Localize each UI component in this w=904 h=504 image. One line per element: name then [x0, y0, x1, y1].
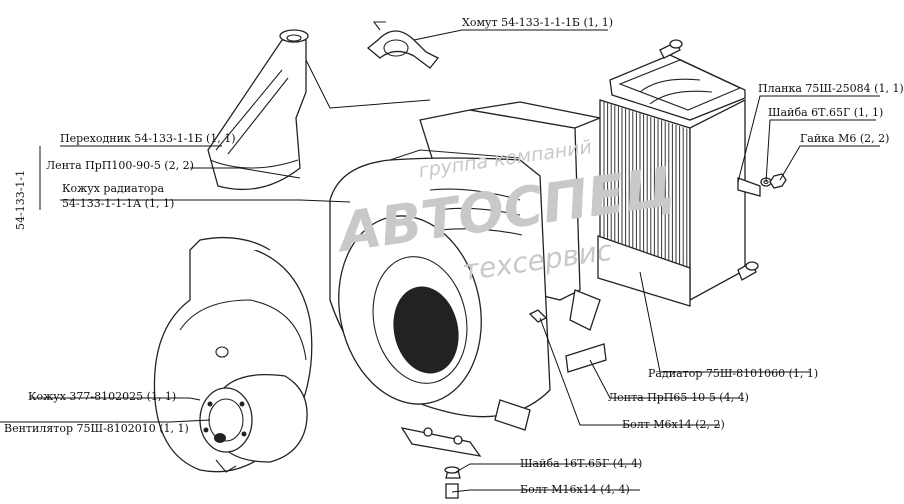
label-plate: Планка 75Ш-25084 (1, 1) — [758, 82, 904, 95]
bracket-bolts — [400, 309, 548, 499]
label-nut-m6: Гайка М6 (2, 2) — [800, 132, 890, 145]
label-tape-65: Лента ПрП65-10-5 (4, 4) — [608, 391, 749, 404]
label-adapter: Переходник 54-133-1-1Б (1, 1) — [60, 132, 236, 145]
leader-lines — [0, 29, 880, 493]
label-clamp: Хомут 54-133-1-1-1Б (1, 1) — [462, 16, 614, 29]
tape-65-part — [565, 343, 607, 373]
shroud-part — [329, 101, 603, 431]
label-shroud-line1: Кожух радиатора — [62, 182, 164, 195]
label-casing: Кожух 377-8102025 (1, 1) — [28, 390, 177, 403]
label-tape-100: Лента ПрП100-90-5 (2, 2) — [46, 159, 194, 172]
fan-motor-part — [199, 373, 308, 473]
label-shroud-line2: 54-133-1-1-1А (1, 1) — [62, 197, 175, 210]
label-washer-6: Шайба 6Т.65Г (1, 1) — [768, 106, 884, 119]
assembly-code: 54-133-1-1 — [14, 169, 27, 230]
label-bolt-m16: Болт М16х14 (4, 4) — [520, 483, 630, 496]
label-radiator: Радиатор 75Ш-8101060 (1, 1) — [648, 367, 819, 380]
clamp-part — [366, 21, 440, 69]
label-bolt-m6: Болт М6х14 (2, 2) — [622, 418, 725, 431]
label-washer-16: Шайба 16Т.65Г (4, 4) — [520, 457, 643, 470]
adapter-part — [207, 29, 309, 191]
label-fan: Вентилятор 75Ш-8102010 (1, 1) — [4, 422, 189, 435]
radiator-part — [597, 39, 759, 307]
